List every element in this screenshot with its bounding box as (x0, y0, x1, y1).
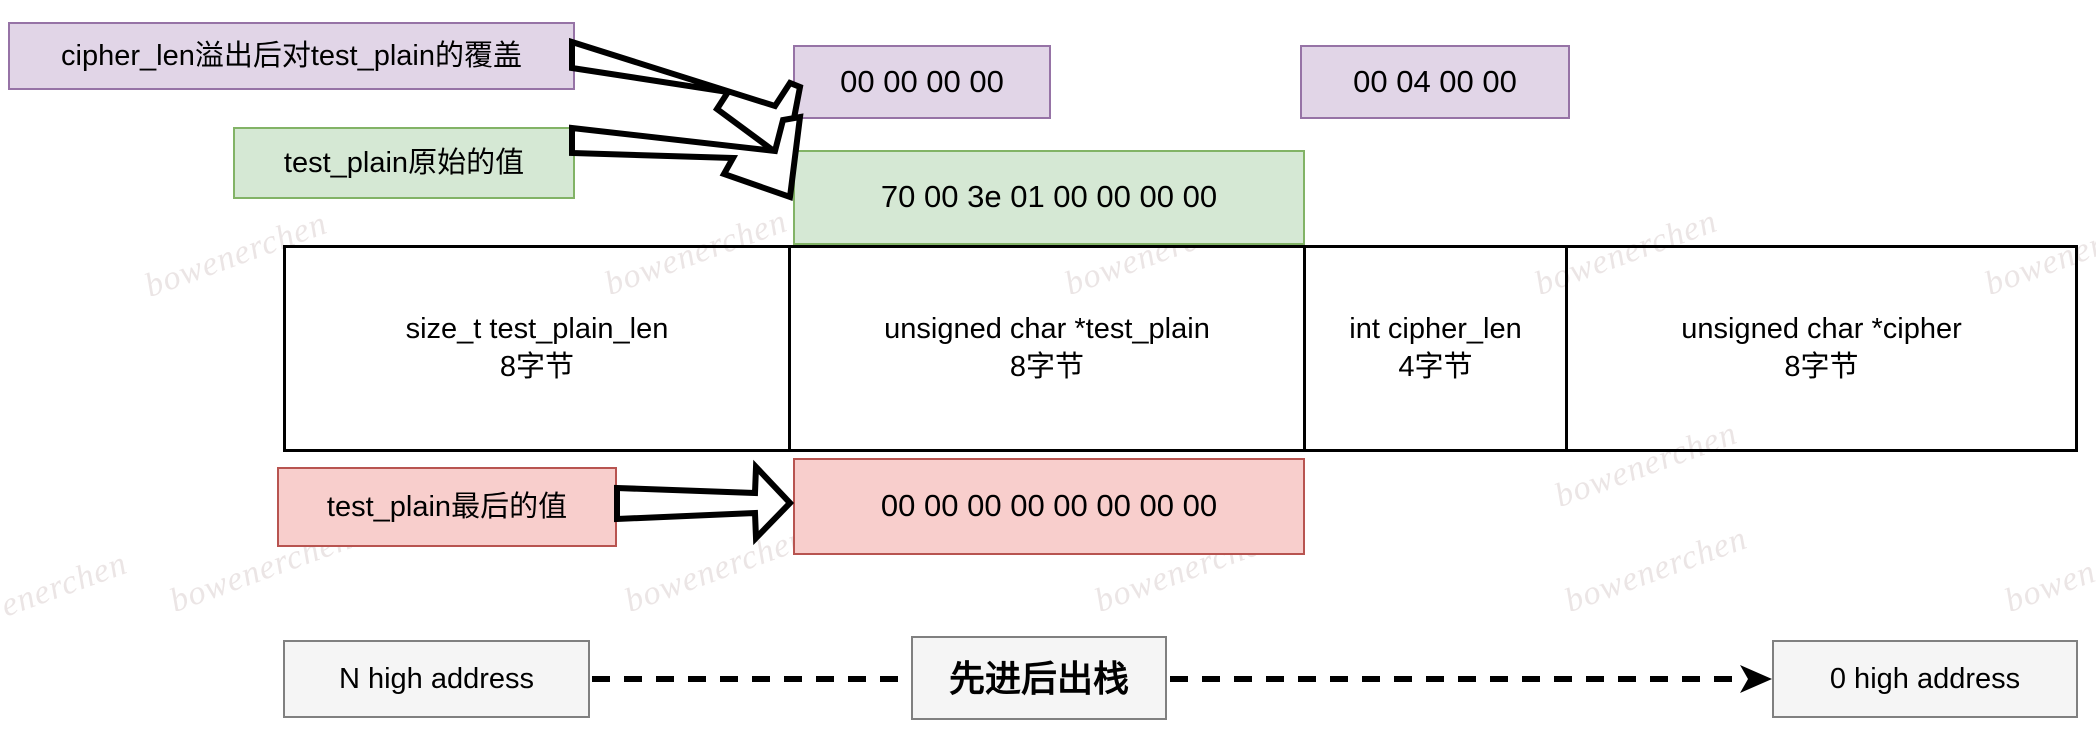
stack-right-address-box[interactable]: 0 high address (1772, 640, 2078, 718)
annotation-original-label[interactable]: test_plain原始的值 (233, 127, 575, 199)
struct-field-size: 8字节 (499, 350, 575, 383)
struct-layout-table: size_t test_plain_len 8字节 unsigned char … (283, 245, 2078, 452)
struct-field-size: 4字节 (1398, 350, 1473, 383)
arrow-overflow-to-value (569, 37, 804, 166)
value-test-plain-original[interactable]: 70 00 3e 01 00 00 00 00 (793, 150, 1305, 245)
watermark-text: bowenerchen (0, 544, 133, 645)
annotation-overflow-label[interactable]: cipher_len溢出后对test_plain的覆盖 (8, 22, 575, 90)
value-cipher-len-overflow[interactable]: 00 00 00 00 (793, 45, 1051, 119)
struct-field-name: int cipher_len (1349, 312, 1522, 345)
struct-field-name: unsigned char *test_plain (884, 312, 1210, 345)
struct-field-size: 8字节 (1784, 350, 1859, 383)
struct-field-name: size_t test_plain_len (405, 312, 669, 345)
arrow-final-to-value (614, 459, 795, 546)
watermark-text: bowenerchen (620, 519, 813, 620)
stack-arrowhead-icon (1740, 665, 1772, 693)
arrow-original-to-value (569, 113, 804, 202)
struct-field-size: 8字节 (1009, 350, 1085, 383)
watermark-text: bowenerchen (1560, 519, 1753, 620)
struct-field-cell[interactable]: size_t test_plain_len 8字节 (286, 248, 791, 449)
struct-field-name: unsigned char *cipher (1681, 312, 1962, 345)
value-cipher-len[interactable]: 00 04 00 00 (1300, 45, 1570, 119)
struct-field-cell[interactable]: int cipher_len 4字节 (1306, 248, 1568, 449)
struct-field-cell[interactable]: unsigned char *test_plain 8字节 (791, 248, 1306, 449)
value-test-plain-final[interactable]: 00 00 00 00 00 00 00 00 (793, 458, 1305, 555)
stack-left-address-box[interactable]: N high address (283, 640, 590, 718)
watermark-text: bowenerchen (2000, 519, 2096, 620)
annotation-final-label[interactable]: test_plain最后的值 (277, 467, 617, 547)
struct-field-cell[interactable]: unsigned char *cipher 8字节 (1568, 248, 2075, 449)
stack-direction-box[interactable]: 先进后出栈 (911, 636, 1167, 720)
